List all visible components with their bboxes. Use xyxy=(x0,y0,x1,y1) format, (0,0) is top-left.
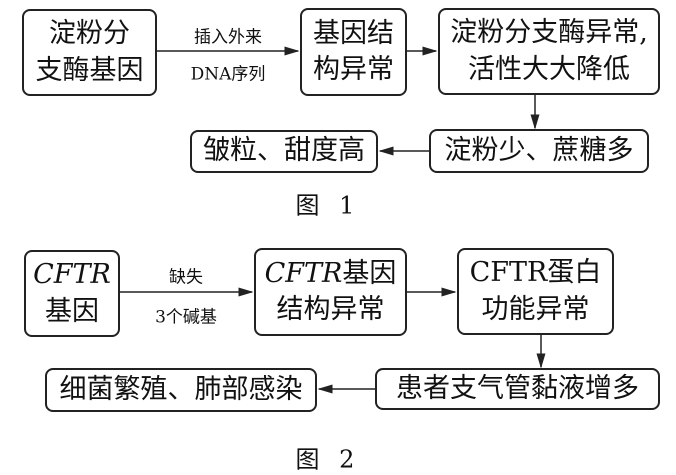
figure2-caption: 图 2 xyxy=(295,445,361,474)
box-line: CFTR基因 xyxy=(265,256,397,292)
fig1-box-wrinkled-sweet: 皱粒、甜度高 xyxy=(190,130,378,173)
box-line-italic: CFTR xyxy=(33,259,111,291)
box-line: CFTR蛋白 xyxy=(469,257,602,289)
fig1-arrow-label-bottom: DNA序列 xyxy=(190,64,266,85)
box-line: 淀粉少、蔗糖多 xyxy=(444,134,634,166)
fig2-arrow-label-top: 缺失 xyxy=(169,267,203,288)
fig2-box-cftr-gene-structure-abnormal: CFTR基因 结构异常 xyxy=(254,248,407,336)
box-line: 结构异常 xyxy=(276,294,385,325)
box-line-rest: 基因 xyxy=(342,257,397,289)
box-line: 活性大大降低 xyxy=(468,53,630,85)
box-line: 构异常 xyxy=(313,54,394,85)
box-line: 淀粉分 xyxy=(49,18,130,50)
fig1-arrow-label-top: 插入外来 xyxy=(194,27,262,48)
box-line: 基因 xyxy=(45,295,99,327)
fig1-box-gene-structure-abnormal: 基因结 构异常 xyxy=(300,8,407,96)
box-line: 患者支气管黏液增多 xyxy=(396,372,639,404)
fig1-box-enzyme-abnormal: 淀粉分支酶异常, 活性大大降低 xyxy=(438,8,660,95)
fig2-box-bacterial-infection: 细菌繁殖、肺部感染 xyxy=(45,368,317,412)
figure1-caption: 图 1 xyxy=(295,191,361,220)
fig2-arrow-label-bottom: 3个碱基 xyxy=(155,307,217,328)
fig2-box-cftr-protein-abnormal: CFTR蛋白 功能异常 xyxy=(457,248,614,335)
fig2-box-mucus-increase: 患者支气管黏液增多 xyxy=(375,368,660,410)
fig1-box-less-starch-more-sucrose: 淀粉少、蔗糖多 xyxy=(429,129,649,173)
box-line-italic: CFTR xyxy=(264,257,343,289)
box-line: 基因结 xyxy=(313,17,394,49)
box-line: 皱粒、甜度高 xyxy=(203,135,365,167)
fig1-box-starch-branching-enzyme-gene: 淀粉分 支酶基因 xyxy=(22,9,157,96)
box-line: 细菌繁殖、肺部感染 xyxy=(59,373,303,405)
box-line: 淀粉分支酶异常, xyxy=(450,17,648,49)
fig2-box-cftr-gene: CFTR 基因 xyxy=(24,250,120,337)
box-line: 支酶基因 xyxy=(35,54,144,86)
box-line: 功能异常 xyxy=(481,293,590,325)
